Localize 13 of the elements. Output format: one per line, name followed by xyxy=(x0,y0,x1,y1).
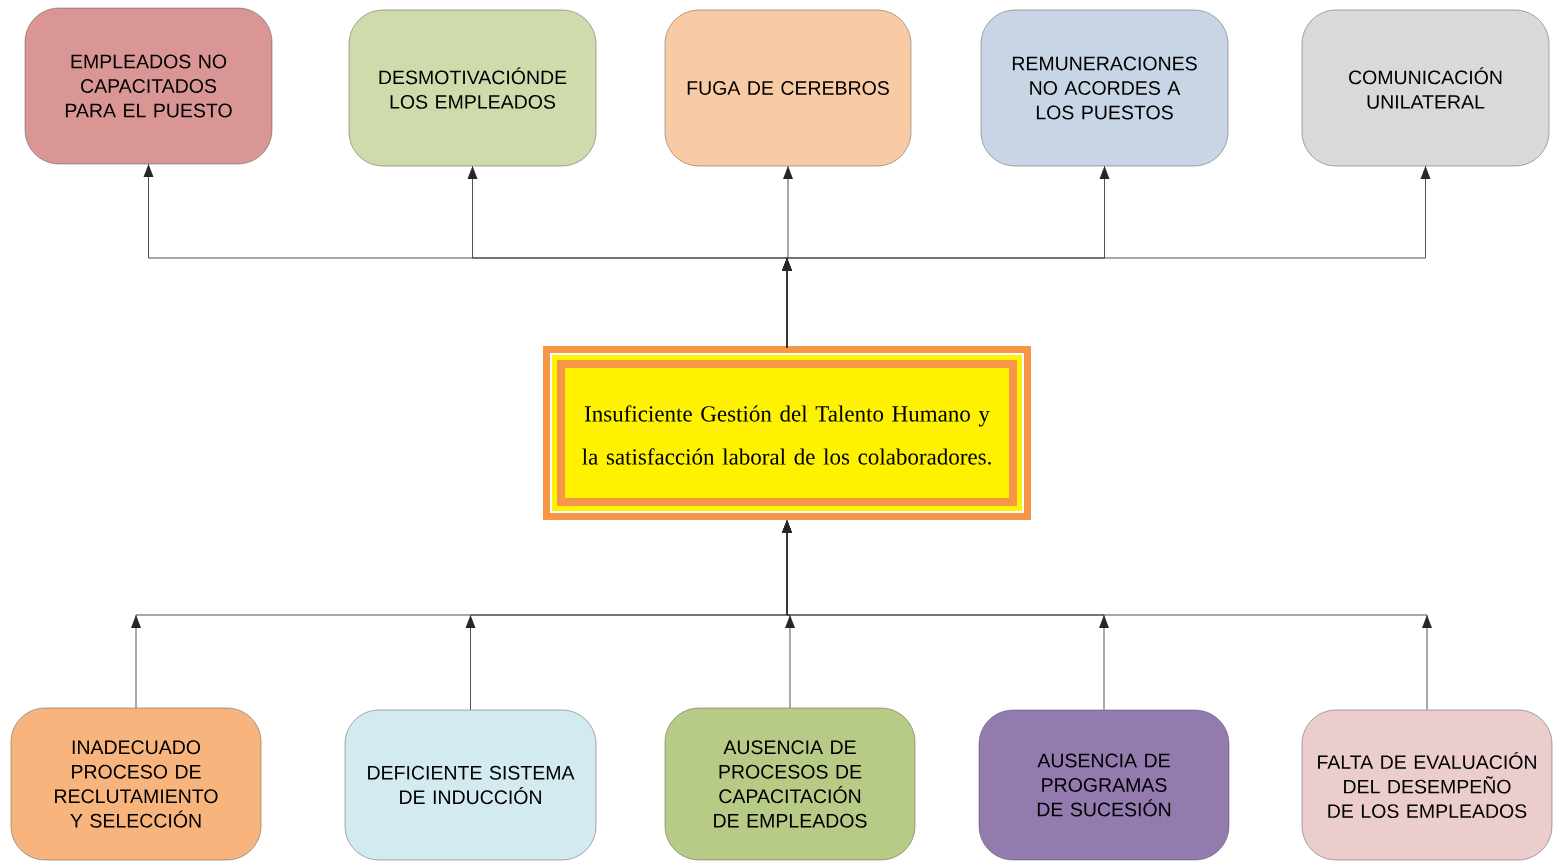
arrow xyxy=(782,520,1432,711)
cause-box: DEFICIENTE SISTEMA DE INDUCCIÓN xyxy=(344,709,597,861)
effect-box: COMUNICACIÓN UNILATERAL xyxy=(1301,9,1550,167)
cause-box: AUSENCIA DE PROGRAMAS DE SUCESIÓN xyxy=(978,709,1230,861)
effect-box: DESMOTIVACIÓNDE LOS EMPLEADOS xyxy=(348,9,597,167)
cause-box: FALTA DE EVALUACIÓN DEL DESEMPEÑO DE LOS EMPLEADOS xyxy=(1301,709,1553,861)
problem-box: Insuficiente Gestión del Talento Humano y la satisfacción laboral de los colaboradores. xyxy=(543,346,1031,520)
effect-box: FUGA DE CEREBROS xyxy=(664,9,912,167)
effect-box: EMPLEADOS NO CAPACITADOS PARA EL PUESTO xyxy=(24,7,273,165)
arrow xyxy=(782,165,1431,349)
cause-box: AUSENCIA DE PROCESOS DE CAPACITACIÓN DE EMPLEADOS xyxy=(664,707,916,861)
effect-box: REMUNERACIONES NO ACORDES A LOS PUESTOS xyxy=(980,9,1229,167)
cause-box: INADECUADO PROCESO DE RECLUTAMIENTO Y SELECCIÓN xyxy=(10,707,262,861)
